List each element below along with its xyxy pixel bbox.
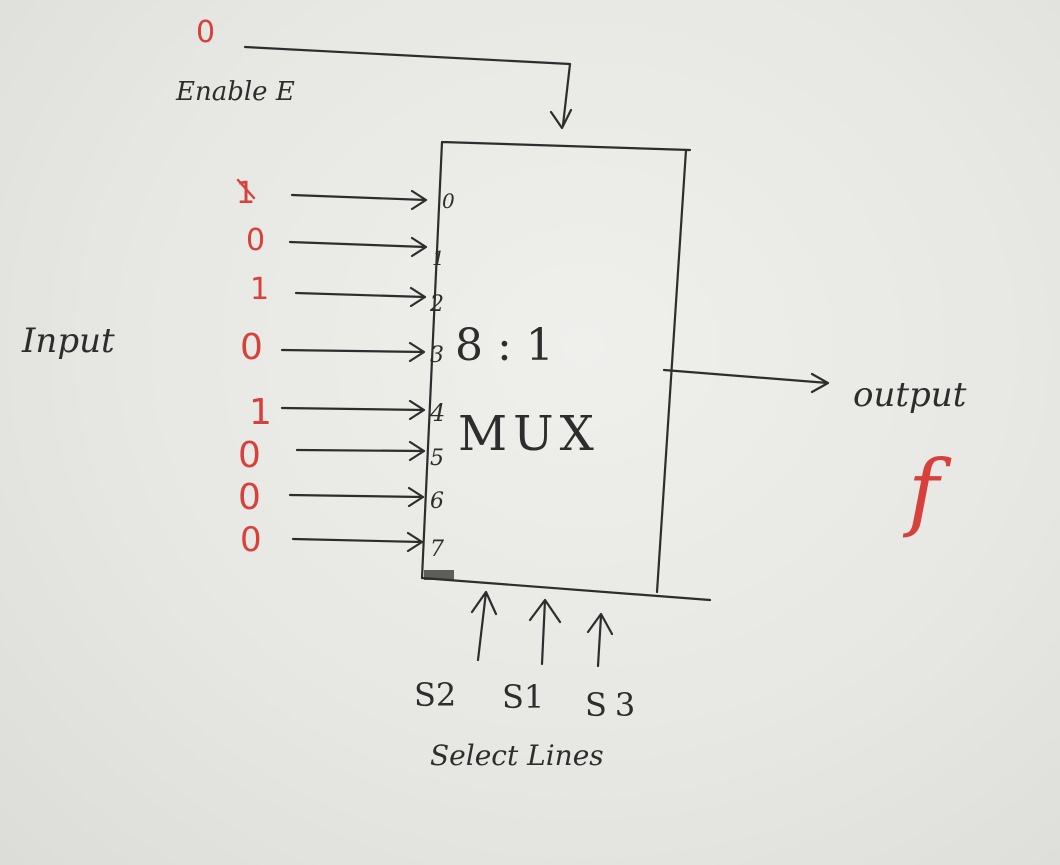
select-label-s3: S3 xyxy=(585,686,643,724)
input-arrow-4 xyxy=(280,399,426,421)
input-value-5: 0 xyxy=(238,435,261,476)
input-value-2: 1 xyxy=(250,272,269,307)
enable-value: 0 xyxy=(196,15,215,50)
input-arrow-2 xyxy=(294,286,427,308)
select-label-s2: S2 xyxy=(414,676,456,714)
input-value-3: 0 xyxy=(240,327,263,368)
select-arrows xyxy=(470,590,614,668)
input-index-5: 5 xyxy=(430,446,444,471)
enable-line xyxy=(243,45,572,127)
input-value-4: 1 xyxy=(249,392,272,433)
select-arrow-s1 xyxy=(528,598,562,666)
enable-arrowhead xyxy=(549,108,573,130)
input-arrow-0 xyxy=(290,189,428,211)
output-symbol: f xyxy=(902,442,952,540)
select-caption: Select Lines xyxy=(430,739,604,772)
output-arrow xyxy=(662,368,830,394)
input-value-0-correction xyxy=(236,178,256,200)
input-index-6: 6 xyxy=(430,489,444,514)
output-label: output xyxy=(853,375,967,415)
input-value-6: 0 xyxy=(238,477,261,518)
select-arrow-s2 xyxy=(470,590,498,662)
input-index-2: 2 xyxy=(429,292,444,317)
input-index-7: 7 xyxy=(430,537,444,562)
input-index-3: 3 xyxy=(430,343,444,368)
input-arrow-5 xyxy=(295,440,426,462)
input-arrows xyxy=(280,189,428,553)
mux-box-corner-mark xyxy=(424,570,454,580)
select-arrow-s3 xyxy=(586,612,614,668)
enable-label: Enable E xyxy=(175,77,295,107)
input-index-1: 1 xyxy=(432,246,445,270)
input-index-0: 0 xyxy=(442,189,455,213)
mux-name: MUX xyxy=(458,406,600,462)
input-value-1: 0 xyxy=(246,223,265,258)
select-label-s1: S1 xyxy=(502,678,544,716)
input-arrow-7 xyxy=(291,531,424,553)
input-label: Input xyxy=(21,321,115,361)
input-index-4: 4 xyxy=(429,399,445,427)
mux-ratio: 8 : 1 xyxy=(455,320,554,371)
input-arrow-6 xyxy=(288,486,425,508)
input-value-7: 0 xyxy=(240,520,262,560)
input-arrow-1 xyxy=(288,236,428,258)
input-arrow-3 xyxy=(280,341,426,363)
